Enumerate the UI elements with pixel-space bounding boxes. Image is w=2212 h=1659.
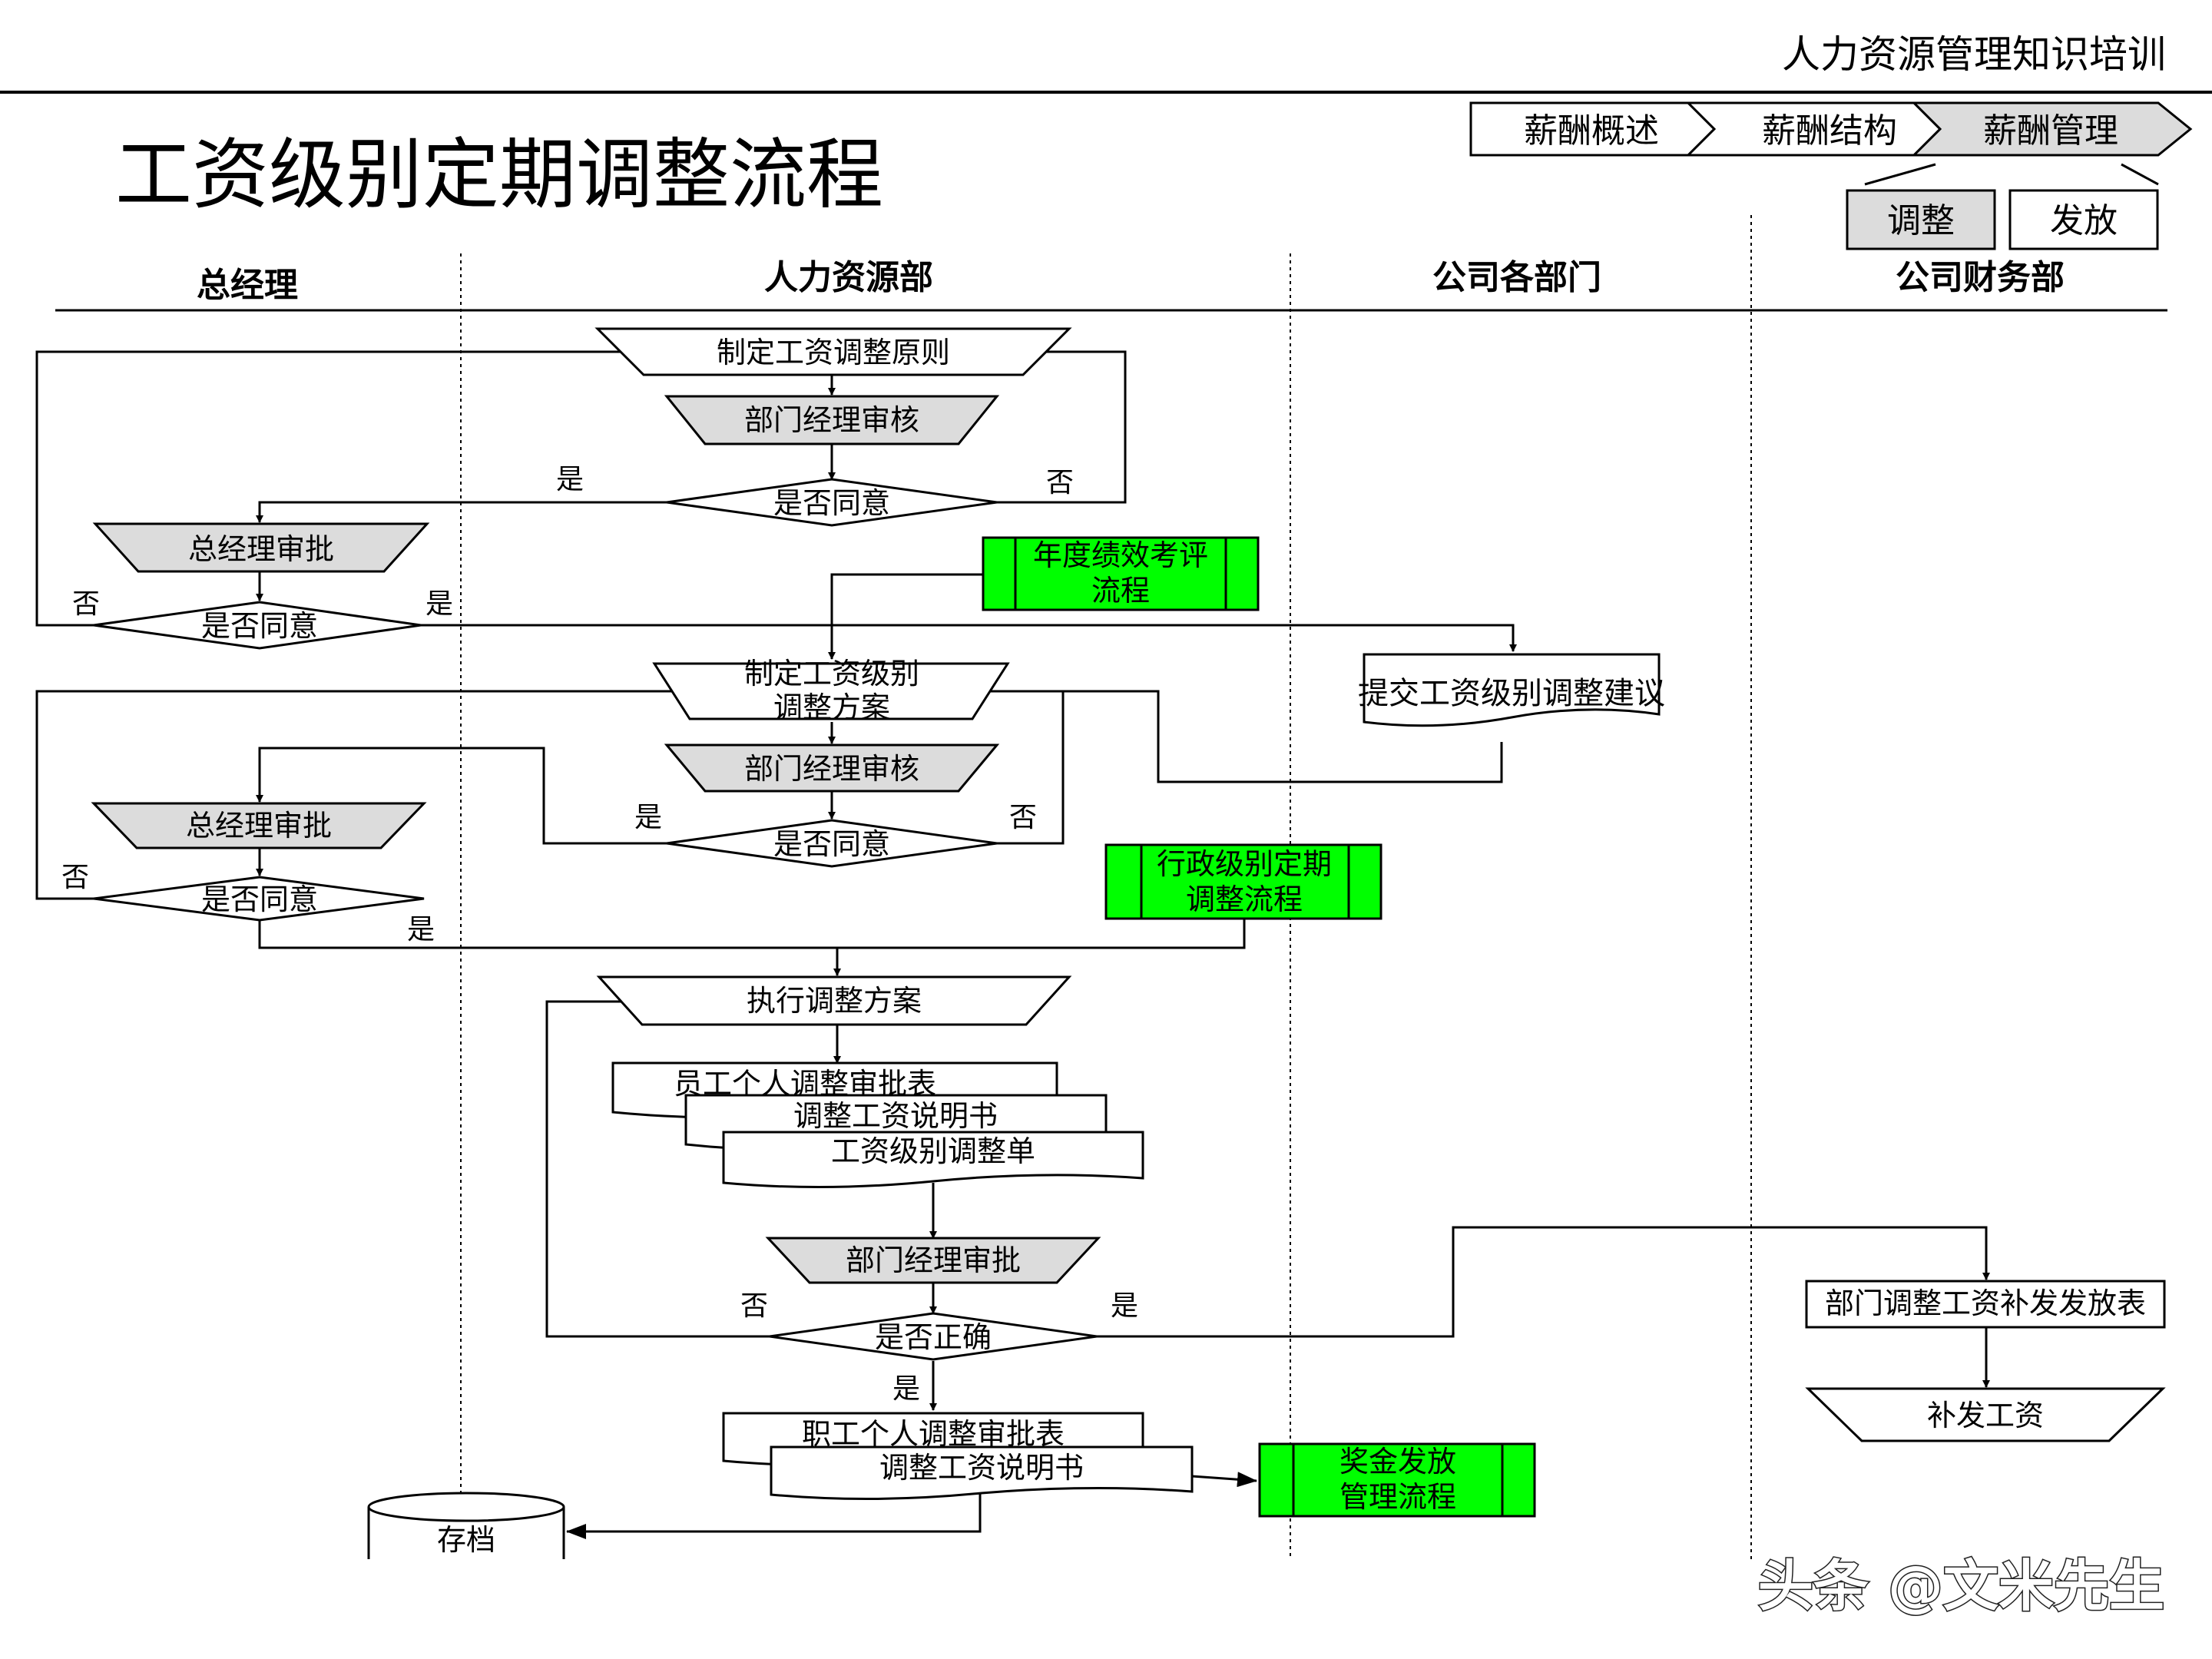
svg-text:存档: 存档 — [437, 1523, 495, 1557]
branch-labels: 是 否 否 是 是 否 否 是 否 是 是 — [61, 464, 1138, 1405]
svg-text:管理流程: 管理流程 — [1339, 1480, 1456, 1514]
svg-text:补发工资: 补发工资 — [1927, 1399, 2044, 1432]
svg-text:是: 是 — [1111, 1290, 1138, 1322]
subprocess-bonus-payout[interactable]: 奖金发放 管理流程 — [1258, 1442, 1536, 1518]
svg-text:部门经理审批: 部门经理审批 — [846, 1243, 1021, 1277]
subprocess-admin-grade-adjust[interactable]: 行政级别定期 调整流程 — [1104, 843, 1382, 920]
svg-text:发放: 发放 — [2050, 201, 2118, 240]
doc-grade-adjust-sheet: 工资级别调整单 — [722, 1131, 1144, 1189]
svg-text:调整工资说明书: 调整工资说明书 — [793, 1099, 998, 1133]
svg-text:否: 否 — [72, 588, 100, 620]
node-dept-manager-approval: 部门经理审批 — [765, 1237, 1101, 1284]
subprocess-annual-performance[interactable]: 年度绩效考评 流程 — [982, 536, 1260, 611]
node-set-salary-principles: 制定工资调整原则 — [594, 327, 1072, 376]
tab-adjust[interactable]: 调整 — [1846, 189, 1996, 250]
decision-agree-1: 是否同意 — [666, 478, 998, 527]
svg-text:是: 是 — [426, 588, 453, 620]
svg-text:总经理审批: 总经理审批 — [188, 532, 334, 566]
svg-text:部门调整工资补发发放表: 部门调整工资补发发放表 — [1825, 1286, 2146, 1320]
svg-text:是: 是 — [556, 464, 584, 495]
svg-text:调整工资说明书: 调整工资说明书 — [879, 1451, 1084, 1485]
svg-text:调整方案: 调整方案 — [773, 690, 890, 724]
svg-text:部门经理审核: 部门经理审核 — [744, 403, 919, 437]
svg-text:执行调整方案: 执行调整方案 — [747, 984, 922, 1018]
watermark: 头条 @文米先生 — [1758, 1554, 2164, 1618]
doc-salary-explanation-2: 调整工资说明书 — [770, 1445, 1194, 1501]
lane-header-gm: 总经理 — [197, 266, 298, 305]
decision-agree-2: 是否同意 — [93, 601, 422, 650]
svg-text:是否同意: 是否同意 — [773, 486, 890, 520]
node-dept-supplementary-payout-sheet: 部门调整工资补发发放表 — [1805, 1280, 2166, 1329]
svg-text:提交工资级别调整建议: 提交工资级别调整建议 — [1358, 676, 1665, 710]
page-title: 工资级别定期调整流程 — [115, 130, 883, 220]
svg-text:否: 否 — [1046, 467, 1074, 498]
svg-text:是否同意: 是否同意 — [201, 609, 318, 643]
decision-correct: 是否正确 — [769, 1312, 1098, 1361]
nav-step-3[interactable]: 薪酬管理 — [1911, 101, 2193, 157]
nav-bracket-right — [2121, 163, 2159, 186]
svg-text:年度绩效考评: 年度绩效考评 — [1033, 538, 1208, 572]
node-supplementary-pay: 补发工资 — [1805, 1387, 2166, 1442]
swimlanes: 总经理 人力资源部 公司各部门 公司财务部 — [55, 215, 2167, 1559]
svg-text:行政级别定期: 行政级别定期 — [1157, 847, 1332, 881]
nav-step-1[interactable]: 薪酬概述 — [1469, 101, 1717, 157]
lane-header-finance: 公司财务部 — [1896, 258, 2065, 297]
svg-text:调整: 调整 — [1887, 201, 1955, 240]
svg-text:否: 否 — [740, 1290, 768, 1322]
svg-text:薪酬结构: 薪酬结构 — [1762, 111, 1897, 151]
page-header: 人力资源管理知识培训 工资级别定期调整流程 薪酬概述 薪酬结构 薪酬管理 调整 … — [0, 32, 2212, 250]
node-dept-manager-review-1: 部门经理审核 — [664, 395, 1000, 445]
svg-text:奖金发放: 奖金发放 — [1339, 1445, 1456, 1479]
svg-text:薪酬管理: 薪酬管理 — [1983, 111, 2118, 151]
svg-text:职工个人调整审批表: 职工个人调整审批表 — [802, 1417, 1065, 1451]
course-title: 人力资源管理知识培训 — [1782, 32, 2166, 77]
svg-text:薪酬概述: 薪酬概述 — [1524, 111, 1659, 151]
tab-payout[interactable]: 发放 — [2008, 189, 2159, 250]
svg-text:工资级别调整单: 工资级别调整单 — [831, 1134, 1035, 1168]
decision-agree-3: 是否同意 — [666, 819, 998, 868]
node-archive: 存档 — [367, 1492, 565, 1559]
node-gm-approval-2: 总经理审批 — [91, 802, 427, 849]
node-make-grade-plan: 制定工资级别 调整方案 — [652, 657, 1010, 724]
decision-agree-4: 是否同意 — [93, 876, 425, 922]
lane-header-depts: 公司各部门 — [1432, 258, 1601, 297]
svg-text:部门经理审核: 部门经理审核 — [744, 752, 919, 786]
nav-step-2[interactable]: 薪酬结构 — [1685, 101, 1942, 157]
svg-text:是否同意: 是否同意 — [201, 882, 318, 916]
svg-text:流程: 流程 — [1091, 574, 1150, 608]
svg-text:总经理审批: 总经理审批 — [186, 809, 332, 843]
svg-text:是: 是 — [407, 914, 435, 945]
svg-text:否: 否 — [61, 862, 89, 893]
svg-text:是否同意: 是否同意 — [773, 827, 890, 861]
node-execute-plan: 执行调整方案 — [596, 975, 1072, 1026]
node-dept-manager-review-2: 部门经理审核 — [664, 743, 1000, 793]
doc-submit-grade-suggestion: 提交工资级别调整建议 — [1358, 653, 1665, 727]
svg-text:调整流程: 调整流程 — [1186, 882, 1303, 916]
node-gm-approval-1: 总经理审批 — [92, 522, 430, 573]
nav-bracket-left — [1864, 163, 1936, 186]
svg-text:是否正确: 是否正确 — [875, 1320, 992, 1354]
svg-text:是: 是 — [892, 1373, 920, 1405]
svg-text:制定工资调整原则: 制定工资调整原则 — [717, 336, 950, 369]
svg-text:是: 是 — [634, 802, 662, 833]
connectors — [35, 348, 1990, 1539]
lane-header-hr: 人力资源部 — [764, 258, 933, 297]
svg-text:制定工资级别: 制定工资级别 — [744, 657, 919, 690]
svg-text:否: 否 — [1009, 802, 1037, 833]
